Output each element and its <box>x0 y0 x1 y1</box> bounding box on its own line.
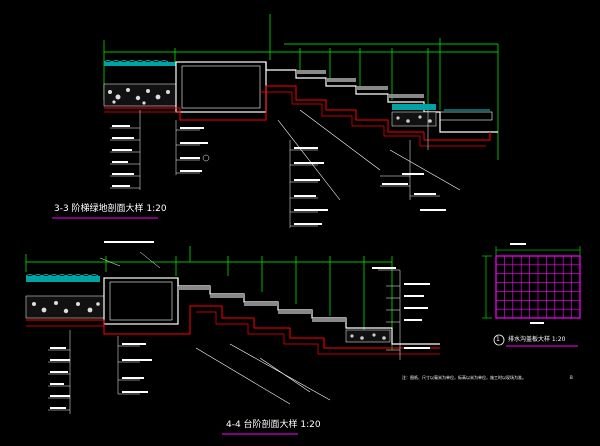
general-note: 注：图纸、尺寸以毫米为单位，标高以米为单位，施工时以现场为准。 <box>402 375 526 380</box>
section-3-3-gravel-texture <box>108 88 170 105</box>
section-4-4-ground-line <box>26 305 440 349</box>
section-3-3-grass <box>104 62 176 66</box>
detail-1-marker <box>493 334 505 346</box>
section-4-4-annotation-marks <box>50 241 430 409</box>
section-4-4-planter-wall <box>103 277 179 325</box>
section-3-3-ground-line <box>104 85 491 141</box>
grate-bars <box>496 256 580 318</box>
section-4-4-grass <box>26 276 100 282</box>
section-4-4-title: 4-4 台阶剖面大样 1:20 <box>226 420 321 430</box>
section-4-4-gravel-texture <box>32 301 100 314</box>
section-3-3-title: 3-3 阶梯绿地剖面大样 1:20 <box>54 204 167 214</box>
section-4-4-slope-lines <box>195 343 331 405</box>
section-3-3-step-finish <box>296 70 424 98</box>
grate-dimensions <box>482 246 581 319</box>
section-3-3-annotation-marks <box>112 125 446 225</box>
section-3-3-callouts <box>110 110 440 228</box>
section-4-4-callouts <box>48 251 401 414</box>
general-note-mark: B <box>570 375 573 380</box>
detail-1-number: 1 <box>496 336 500 343</box>
grate-detail <box>482 243 581 347</box>
section-4-4-step-finish <box>178 286 346 322</box>
section-3-3-drawing <box>103 14 499 228</box>
section-4-4-drawing <box>25 241 440 414</box>
detail-1-title: 排水沟盖板大样 1:20 <box>508 336 566 343</box>
section-3-3-dimensions <box>103 14 499 160</box>
section-3-3-slope-lines <box>277 109 461 201</box>
